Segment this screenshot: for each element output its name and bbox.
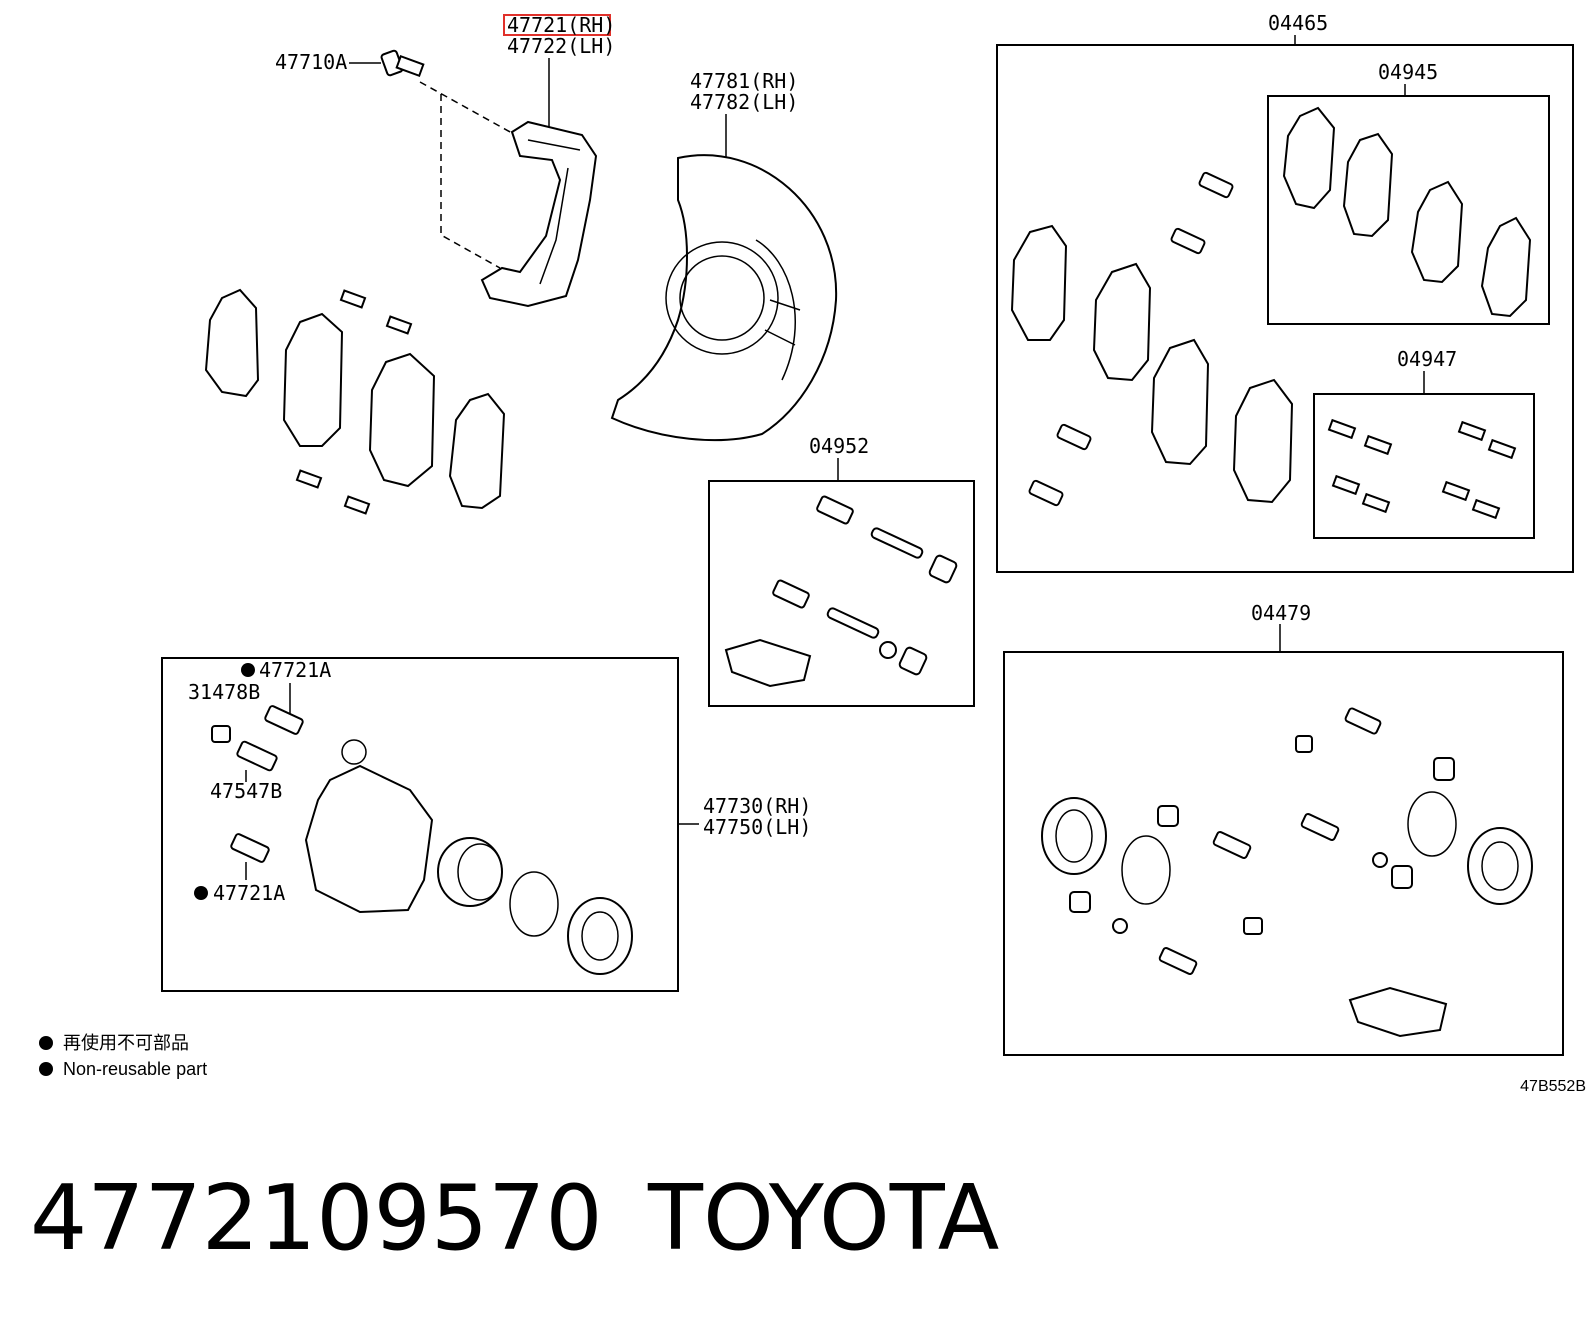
kit-04945-shims[interactable] <box>1282 106 1532 318</box>
kit-04479-parts[interactable] <box>1041 707 1533 1038</box>
label-31478b[interactable]: 31478B <box>188 680 260 704</box>
label-47730-rh[interactable]: 47730(RH) <box>703 794 811 818</box>
highlight-box-47721[interactable] <box>503 14 611 36</box>
box-47730 <box>161 657 679 992</box>
label-47750-lh[interactable]: 47750(LH) <box>703 815 811 839</box>
label-47721a-top[interactable]: 47721A <box>259 658 331 682</box>
non-reusable-dot-icon <box>241 663 255 677</box>
legend-text-en: Non-reusable part <box>63 1059 207 1079</box>
box-04465 <box>996 44 1574 573</box>
legend-text-jp: 再使用不可部品 <box>63 1033 189 1053</box>
label-04945[interactable]: 04945 <box>1378 60 1438 84</box>
kit-04947-plates[interactable] <box>1327 418 1517 520</box>
label-47782-lh[interactable]: 47782(LH) <box>690 90 798 114</box>
label-47721-rh[interactable]: 47721(RH) <box>507 13 615 37</box>
label-04952[interactable]: 04952 <box>809 434 869 458</box>
legend-dot-icon <box>39 1036 53 1050</box>
caption-part-number: 4772109570 <box>30 1166 603 1271</box>
non-reusable-dot-icon <box>194 886 208 900</box>
pad-assembly-left[interactable] <box>204 288 506 515</box>
label-47710a[interactable]: 47710A <box>275 50 347 74</box>
label-04947[interactable]: 04947 <box>1397 347 1457 371</box>
box-04952 <box>708 480 975 707</box>
leader-lines <box>245 35 1425 880</box>
caption-brand: TOYOTA <box>647 1166 999 1271</box>
legend-dot-icon <box>39 1062 53 1076</box>
label-47721a-bottom[interactable]: 47721A <box>213 881 285 905</box>
caliper-mounting-bracket[interactable] <box>480 120 598 308</box>
box-04479 <box>1003 651 1564 1056</box>
bolt-47710a[interactable] <box>380 49 425 78</box>
label-47722-lh[interactable]: 47722(LH) <box>507 34 615 58</box>
label-47547b[interactable]: 47547B <box>210 779 282 803</box>
label-47781-rh[interactable]: 47781(RH) <box>690 69 798 93</box>
box-04947 <box>1313 393 1535 539</box>
kit-04465-parts[interactable] <box>1010 171 1294 507</box>
diagram-code: 47B552B <box>1520 1078 1586 1095</box>
kit-04952-parts[interactable] <box>724 495 958 688</box>
label-04465[interactable]: 04465 <box>1268 11 1328 35</box>
label-04479[interactable]: 04479 <box>1251 601 1311 625</box>
caliper-cylinder-assembly[interactable] <box>211 705 633 975</box>
disc-dust-cover[interactable] <box>610 154 838 442</box>
dashed-assembly-line <box>419 81 513 269</box>
box-04945 <box>1267 95 1550 325</box>
